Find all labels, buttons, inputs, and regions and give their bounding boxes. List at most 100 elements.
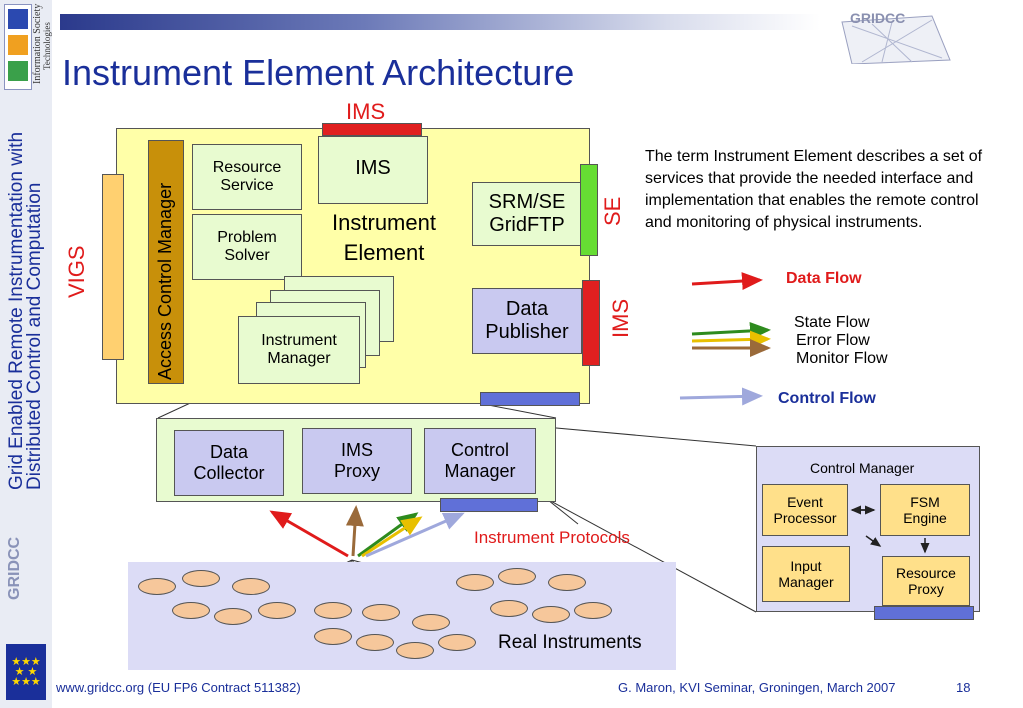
instrument-node (232, 578, 270, 595)
data-collector-line1: Data (209, 442, 249, 462)
description-text: The term Instrument Element describes a … (645, 148, 983, 231)
problem-solver-box: Problem Solver (192, 214, 302, 280)
event-processor-line1: Event (787, 494, 823, 510)
instrument-element-line1: Instrument (332, 210, 436, 235)
data-publisher-box: Data Publisher (472, 288, 582, 354)
ims-right-bar (582, 280, 600, 366)
logo-square-green (8, 61, 28, 81)
fsm-engine-box: FSM Engine (880, 484, 970, 536)
instrument-protocols-label: Instrument Protocols (474, 528, 630, 547)
instrument-node (314, 602, 352, 619)
left-sidebar: Information Society Technologies Grid En… (0, 0, 52, 708)
srm-se-line2: GridFTP (489, 214, 565, 236)
ims-proxy-line2: Proxy (333, 461, 380, 481)
resource-proxy-line2: Proxy (908, 581, 944, 597)
instrument-node (138, 578, 176, 595)
instrument-node (396, 642, 434, 659)
input-manager-line1: Input (790, 558, 822, 574)
instrument-manager-box: Instrument Manager (238, 316, 360, 384)
ims-box-label: IMS (355, 157, 391, 179)
control-manager-line2: Manager (444, 461, 516, 481)
gridcc-logo-graphic (841, 15, 951, 65)
legend-data-flow-arrow (691, 272, 763, 291)
data-publisher-line2: Publisher (485, 321, 569, 343)
instrument-node (172, 602, 210, 619)
problem-solver-line2: Solver (224, 247, 270, 264)
legend-data-flow-label: Data Flow (786, 270, 862, 287)
input-manager-line2: Manager (778, 574, 834, 590)
instrument-node (314, 628, 352, 645)
connector-cm-top (533, 425, 757, 447)
problem-solver-line1: Problem (217, 229, 277, 246)
instrument-node (356, 634, 394, 651)
instrument-node (182, 570, 220, 587)
instrument-node (498, 568, 536, 585)
ims-proxy-line1: IMS (340, 440, 373, 460)
error-flow-arrow (361, 516, 423, 558)
data-collector-line2: Collector (193, 463, 265, 483)
instrument-manager-line1: Instrument (261, 332, 337, 349)
control-manager-bar (440, 498, 538, 512)
ims-top-label: IMS (346, 99, 386, 124)
legend-control-flow-label: Control Flow (778, 390, 876, 407)
legend-error-flow-label: Error Flow (796, 332, 870, 349)
real-instruments-label: Real Instruments (498, 632, 642, 653)
data-flow-arrow (269, 510, 349, 558)
instrument-manager-line2: Manager (267, 350, 331, 367)
header-bar (60, 14, 820, 30)
se-bar (580, 164, 598, 256)
legend-monitor-flow-label: Monitor Flow (796, 350, 888, 367)
vigs-bar (102, 174, 124, 360)
instrument-node (574, 602, 612, 619)
connector-cm-bottom (533, 491, 757, 613)
instrument-node (438, 634, 476, 651)
resource-service-line2: Service (220, 177, 274, 194)
ie-bottom-bar (480, 392, 580, 406)
footer-right: G. Maron, KVI Seminar, Groningen, March … (618, 680, 896, 695)
ims-proxy-box: IMS Proxy (302, 428, 412, 494)
footer-left: www.gridcc.org (EU FP6 Contract 511382) (56, 680, 301, 695)
instrument-node (490, 600, 528, 617)
footer-page-number: 18 (956, 680, 971, 695)
fsm-engine-line2: Engine (903, 510, 947, 526)
input-manager-box: Input Manager (762, 546, 850, 602)
logo-square-blue (8, 9, 28, 29)
access-control-manager (148, 140, 184, 384)
event-processor-box: Event Processor (762, 484, 848, 536)
instrument-node (456, 574, 494, 591)
eu-flag: ★★★★ ★★★★ (6, 644, 46, 700)
gridcc-logo: GRIDCC (832, 8, 952, 65)
data-publisher-line1: Data (505, 298, 549, 320)
legend-state-flow-label: State Flow (794, 314, 870, 331)
srm-se-box: SRM/SE GridFTP (472, 182, 582, 246)
resource-proxy-box: Resource Proxy (882, 556, 970, 606)
ist-logo (4, 4, 32, 90)
resource-service-line1: Resource (212, 159, 282, 176)
monitor-flow-arrow (345, 505, 364, 557)
srm-se-line1: SRM/SE (488, 191, 566, 213)
fsm-engine-line1: FSM (910, 494, 940, 510)
cm-detail-bar (874, 606, 974, 620)
ims-top-bar (322, 123, 422, 136)
gridcc-logo-text: GRIDCC (850, 10, 906, 26)
instrument-node (214, 608, 252, 625)
slide-title: Instrument Element Architecture (62, 52, 575, 93)
logo-square-orange (8, 35, 28, 55)
legend-control-flow-arrow (679, 387, 763, 406)
ep-rp-arrow (865, 535, 882, 547)
instrument-element-line2: Element (343, 240, 425, 265)
control-manager-line1: Control (450, 440, 510, 460)
ims-box: IMS (318, 136, 428, 204)
event-processor-line2: Processor (773, 510, 837, 526)
instrument-element-label: Instrument Element (310, 208, 458, 268)
data-collector-box: Data Collector (174, 430, 284, 496)
instrument-node (412, 614, 450, 631)
instrument-node (362, 604, 400, 621)
control-flow-arrow (365, 512, 465, 558)
resource-proxy-line1: Resource (896, 565, 956, 581)
control-manager-box: Control Manager (424, 428, 536, 494)
instrument-node (548, 574, 586, 591)
cm-detail-title: Control Manager (810, 460, 915, 476)
